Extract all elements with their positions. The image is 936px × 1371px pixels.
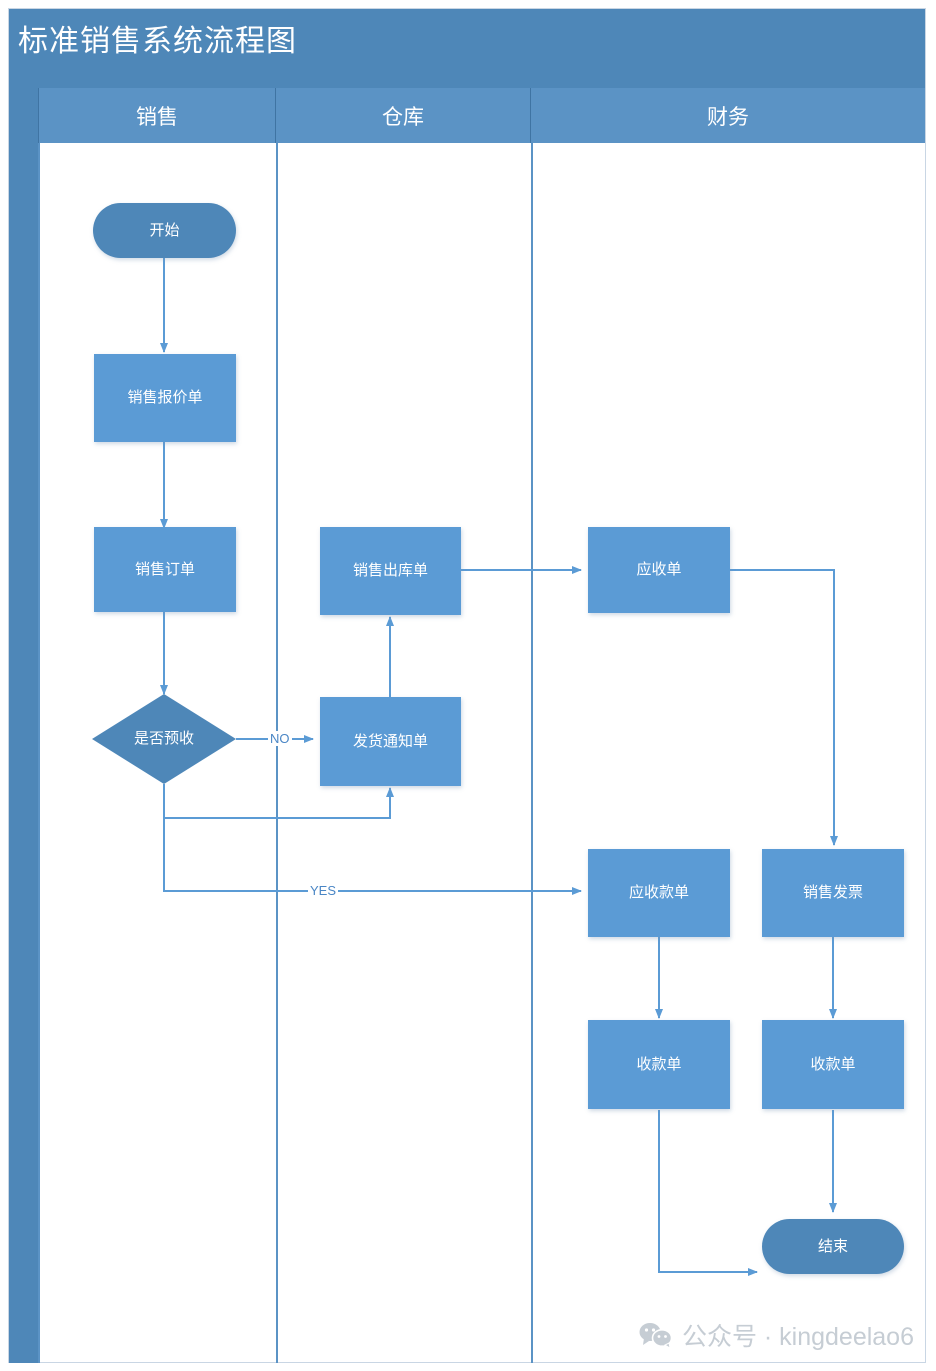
node-ar-bill-label: 应收款单 (628, 884, 689, 902)
node-order-label: 销售订单 (134, 560, 195, 578)
node-quote[interactable]: 销售报价单 (94, 354, 236, 442)
node-receipt-left[interactable]: 收款单 (588, 1020, 730, 1109)
title-band (9, 9, 925, 88)
node-end[interactable]: 结束 (762, 1219, 904, 1274)
lane-header-sales-label: 销售 (136, 105, 178, 129)
lane-header-finance-label: 财务 (707, 105, 749, 129)
node-ar-note[interactable]: 应收单 (588, 527, 730, 613)
lane-divider-sales-warehouse (276, 143, 278, 1363)
edge-label-yes: YES (308, 883, 339, 898)
node-outbound-label: 销售出库单 (352, 562, 428, 580)
node-outbound[interactable]: 销售出库单 (320, 527, 461, 615)
node-delivery-notice[interactable]: 发货通知单 (320, 697, 461, 786)
node-start-label: 开始 (149, 221, 180, 239)
node-receipt-left-label: 收款单 (636, 1055, 682, 1073)
edge-label-no: NO (268, 731, 292, 746)
wechat-icon (639, 1323, 673, 1349)
node-quote-label: 销售报价单 (127, 389, 203, 407)
watermark: 公众号 · kingdeelao6 (639, 1317, 914, 1353)
node-receipt-right[interactable]: 收款单 (762, 1020, 904, 1109)
node-prepay-decision[interactable]: 是否预收 (92, 694, 236, 784)
node-start[interactable]: 开始 (93, 203, 236, 258)
lane-band (9, 88, 38, 1363)
lane-header-sales: 销售 (38, 88, 276, 143)
page-title: 标准销售系统流程图 (18, 25, 297, 58)
lane-header-warehouse-label: 仓库 (382, 105, 424, 129)
lane-header-finance: 财务 (531, 88, 925, 143)
node-order[interactable]: 销售订单 (94, 527, 236, 612)
lane-divider-left (38, 143, 40, 1363)
node-invoice-label: 销售发票 (802, 884, 863, 902)
node-receipt-right-label: 收款单 (810, 1055, 856, 1073)
node-ar-bill[interactable]: 应收款单 (588, 849, 730, 937)
watermark-text: 公众号 · kingdeelao6 (681, 1323, 914, 1351)
node-delivery-notice-label: 发货通知单 (352, 732, 428, 750)
diamond-shape (92, 694, 236, 784)
node-ar-note-label: 应收单 (636, 561, 682, 579)
lane-divider-warehouse-finance (531, 143, 533, 1363)
lane-header-warehouse: 仓库 (276, 88, 531, 143)
node-invoice[interactable]: 销售发票 (762, 849, 904, 937)
node-end-label: 结束 (817, 1237, 848, 1255)
node-prepay-label: 是否预收 (133, 730, 194, 748)
